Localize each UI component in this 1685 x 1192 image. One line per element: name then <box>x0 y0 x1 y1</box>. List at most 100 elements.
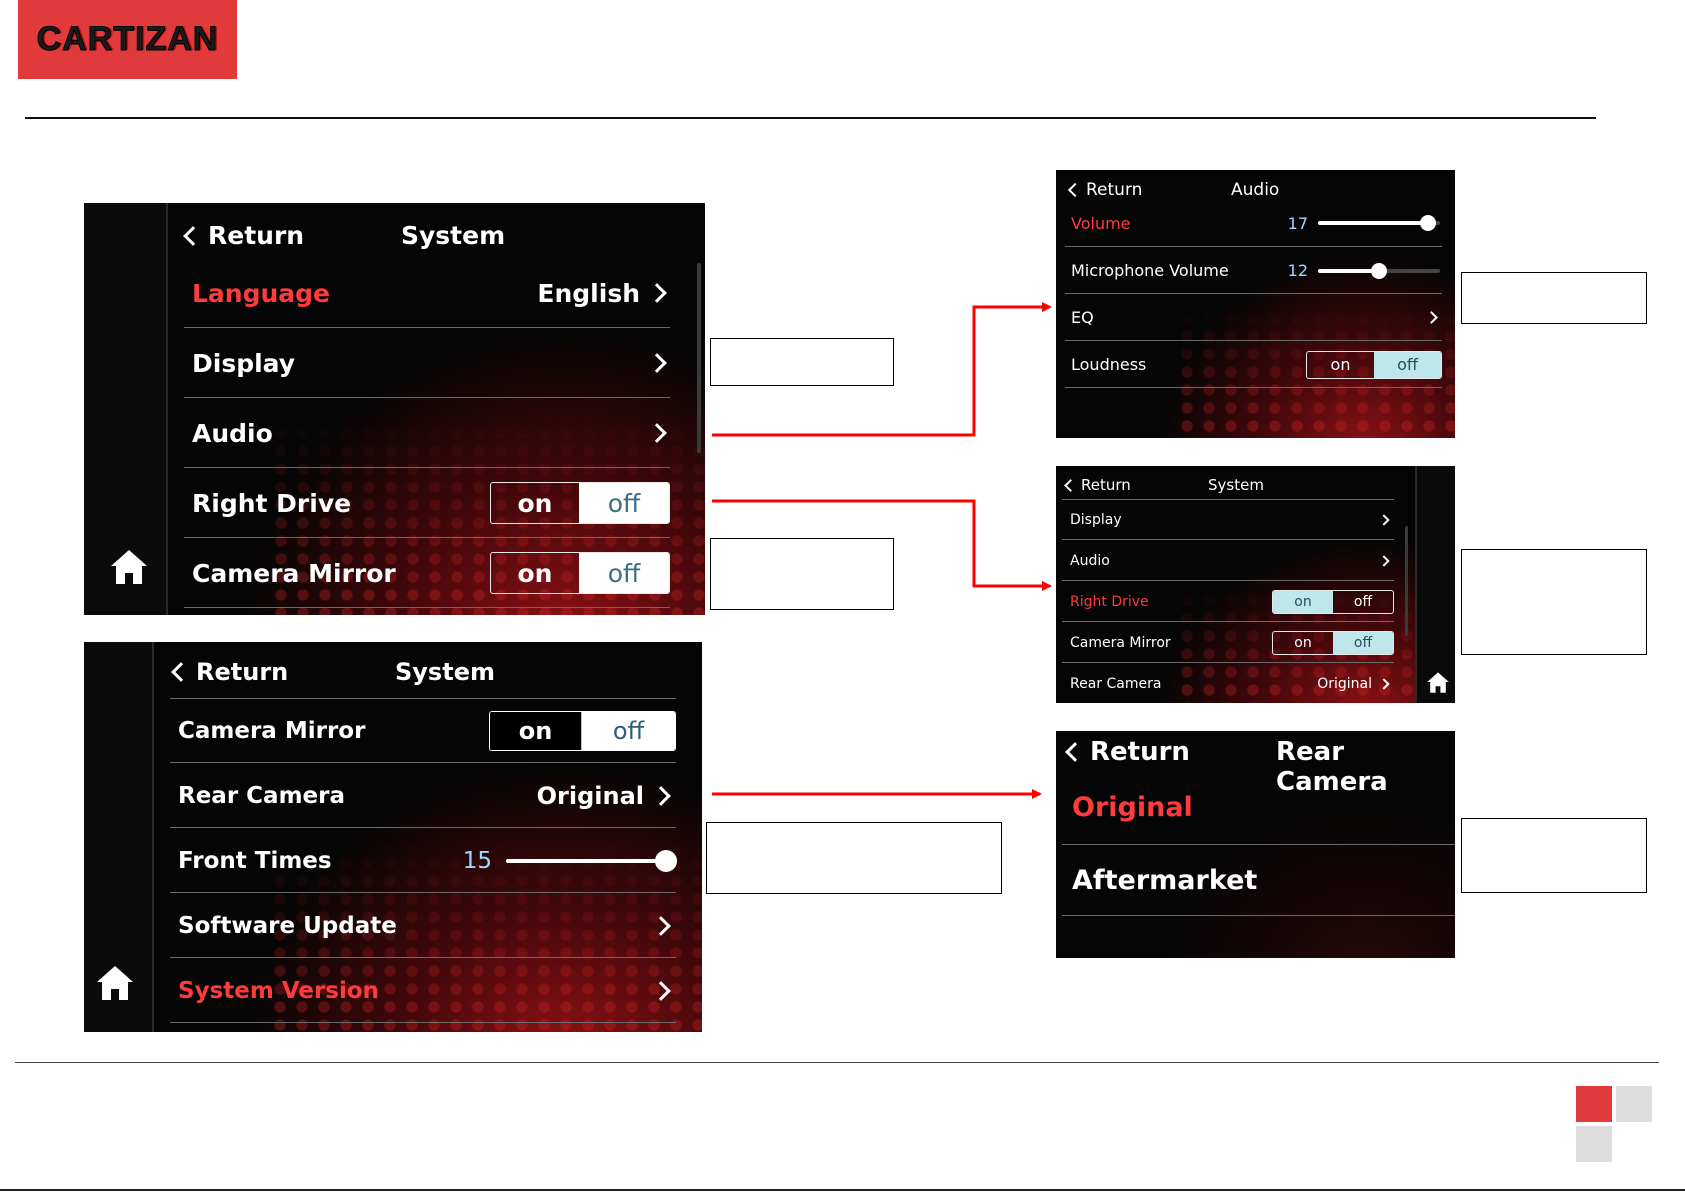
row-label: Display <box>192 348 296 378</box>
page-title: Audio <box>1231 180 1280 200</box>
logo-text: CARTIZAN <box>36 20 219 59</box>
toggle-on[interactable]: on <box>1273 590 1333 613</box>
scrollbar[interactable] <box>1405 526 1408 636</box>
camera-mirror-toggle[interactable]: on off <box>1272 630 1394 655</box>
row-label: Microphone Volume <box>1071 261 1229 280</box>
row-label: Front Times <box>178 847 332 874</box>
row-label: Aftermarket <box>1072 865 1258 896</box>
list-item-software-update[interactable]: Software Update <box>170 894 676 958</box>
chevron-right-icon <box>651 980 671 1001</box>
screen-system-more: Return System Camera Mirror on off Rear … <box>84 642 702 1032</box>
list-item-rear-camera[interactable]: Rear Camera Original <box>1062 664 1394 703</box>
list-item-display[interactable]: Display <box>1062 500 1394 540</box>
return-button[interactable]: Return <box>171 658 288 686</box>
return-button[interactable]: Return <box>183 221 305 250</box>
return-button[interactable]: Return <box>1064 476 1131 494</box>
toggle-off[interactable]: off <box>1333 631 1393 654</box>
screen-system-main: Return System Language English Display A… <box>84 203 705 615</box>
footer-rule <box>15 1062 1659 1063</box>
footer-square-red <box>1576 1086 1612 1122</box>
list-item-rear-camera[interactable]: Rear Camera Original <box>170 764 676 828</box>
camera-mirror-toggle[interactable]: on off <box>490 552 670 594</box>
right-drive-toggle[interactable]: on off <box>490 482 670 524</box>
return-button[interactable]: Return <box>1067 180 1143 200</box>
page-title: System <box>1208 476 1264 494</box>
list-item-aftermarket[interactable]: Aftermarket <box>1062 846 1455 916</box>
chevron-right-icon <box>647 283 667 303</box>
return-label: Return <box>1086 180 1143 200</box>
row-label: Software Update <box>178 912 397 939</box>
toggle-on[interactable]: on <box>1330 355 1351 374</box>
return-label: Return <box>208 221 305 250</box>
slider-value: 15 <box>462 847 492 874</box>
list-item-camera-mirror: Camera Mirror on off <box>170 699 676 763</box>
chevron-right-icon <box>1378 678 1390 690</box>
list-item-right-drive: Right Drive on off <box>1062 582 1394 622</box>
row-label: Audio <box>192 418 273 448</box>
row-label: Loudness <box>1071 355 1147 374</box>
row-label: Language <box>192 278 331 308</box>
chevron-right-icon <box>647 353 667 373</box>
toggle-off[interactable]: off <box>579 483 669 523</box>
chevron-left-icon <box>171 662 191 682</box>
toggle-on[interactable]: on <box>517 488 553 518</box>
front-times-slider[interactable] <box>506 849 677 873</box>
loudness-toggle[interactable]: on off <box>1306 350 1442 379</box>
home-icon[interactable] <box>109 546 149 586</box>
home-icon[interactable] <box>95 962 135 1002</box>
volume-slider[interactable] <box>1318 214 1440 232</box>
chevron-left-icon <box>1064 478 1077 492</box>
return-label: Return <box>1090 737 1190 767</box>
row-label: Original <box>1072 792 1193 823</box>
list-item-original[interactable]: Original <box>1062 771 1455 845</box>
return-button[interactable]: Return <box>1065 737 1190 767</box>
row-label: Camera Mirror <box>1070 634 1171 651</box>
header-rule <box>25 117 1596 119</box>
toggle-off[interactable]: off <box>1374 351 1441 378</box>
row-value: Original <box>536 781 644 810</box>
chevron-right-icon <box>651 915 671 936</box>
list-item-eq[interactable]: EQ <box>1065 295 1442 341</box>
row-label: Camera Mirror <box>178 717 366 744</box>
toggle-on[interactable]: on <box>1294 634 1312 651</box>
screen-rear-camera: Return Rear Camera Original Aftermarket <box>1056 731 1455 958</box>
toggle-off[interactable]: off <box>579 553 669 593</box>
toggle-off[interactable]: off <box>582 711 675 750</box>
toggle-on[interactable]: on <box>490 711 582 750</box>
row-label: Rear Camera <box>178 782 346 809</box>
chevron-left-icon <box>1065 742 1085 762</box>
list-item-microphone-volume: Microphone Volume 12 <box>1065 248 1442 294</box>
camera-mirror-toggle[interactable]: on off <box>489 710 676 751</box>
list-item-language[interactable]: Language English <box>184 259 670 328</box>
chevron-left-icon <box>183 225 203 246</box>
list-item-right-drive: Right Drive on off <box>184 469 670 538</box>
home-icon[interactable] <box>1426 670 1450 694</box>
toggle-off[interactable]: off <box>1353 593 1373 610</box>
row-label: Right Drive <box>1070 593 1149 610</box>
chevron-right-icon <box>1378 513 1390 526</box>
page-bottom-rule <box>0 1189 1685 1191</box>
page-title: Rear Camera <box>1276 737 1388 797</box>
chevron-right-icon <box>647 423 667 443</box>
row-label: Display <box>1070 511 1122 528</box>
page-title: System <box>395 658 495 686</box>
list-item-audio[interactable]: Audio <box>184 399 670 468</box>
right-drive-toggle[interactable]: on off <box>1272 589 1394 614</box>
row-label: Rear Camera <box>1070 676 1162 692</box>
list-item-audio[interactable]: Audio <box>1062 541 1394 581</box>
annotation-box <box>1461 272 1647 324</box>
page-title: System <box>401 221 506 250</box>
toggle-on[interactable]: on <box>517 558 553 588</box>
list-item-display[interactable]: Display <box>184 329 670 398</box>
list-item-system-version[interactable]: System Version <box>170 959 676 1023</box>
annotation-box <box>710 338 894 386</box>
footer-square-gray <box>1616 1086 1652 1122</box>
microphone-volume-slider[interactable] <box>1318 262 1440 280</box>
list-item-loudness: Loudness on off <box>1065 342 1442 388</box>
scrollbar[interactable] <box>697 263 701 453</box>
slider-value: 17 <box>1287 213 1308 233</box>
list-item-front-times: Front Times 15 <box>170 829 677 893</box>
row-label: Right Drive <box>192 488 352 518</box>
chevron-left-icon <box>1067 182 1083 198</box>
row-value: English <box>537 278 640 308</box>
